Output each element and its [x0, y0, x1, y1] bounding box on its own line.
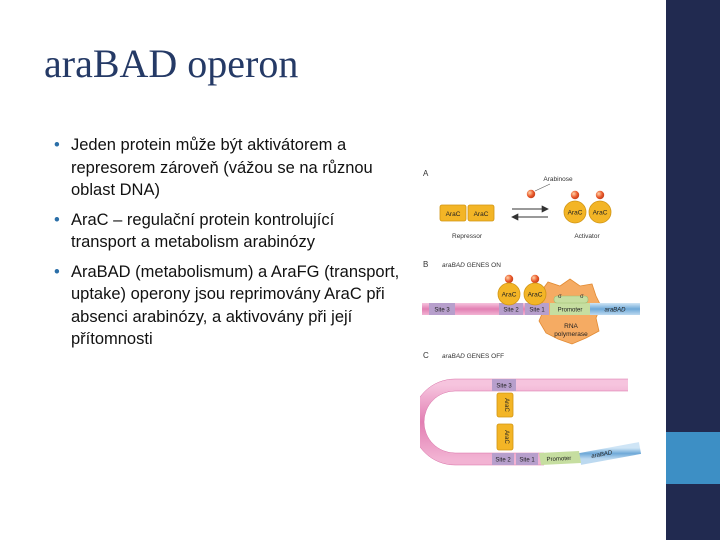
slide-title: araBAD operon [44, 41, 299, 86]
dna-strand-blue [578, 442, 642, 465]
dna-loop-edge [420, 378, 628, 466]
panel-a: A AraC AraC Repressor Arabinose AraC Ara… [423, 169, 612, 240]
arac-label: AraC [528, 292, 543, 299]
promoter-label: Promoter [546, 456, 571, 463]
sigma-factor [553, 295, 589, 304]
arabinose-molecule [530, 274, 540, 284]
arac-repressor-subunit [439, 204, 467, 222]
arabinose-pointer [534, 183, 551, 192]
dna-loop [420, 379, 628, 465]
arabinose-molecule [570, 190, 580, 200]
arac-label: AraC [474, 211, 489, 218]
panel-c-letter: C [423, 351, 429, 360]
arabinose-label: Arabinose [543, 176, 573, 183]
arabinose-molecule [504, 274, 514, 284]
panel-b: B araBAD GENES ON Site 3 Site 2 Site 1 P… [422, 260, 640, 345]
site-2-box [499, 303, 523, 315]
site-3-label: Site 3 [496, 384, 512, 390]
site-2-box [492, 453, 514, 465]
site-1-box [516, 453, 538, 465]
sigma-label: σ [580, 294, 584, 300]
bullet-item: AraC – regulační protein kontrolující tr… [54, 209, 402, 254]
arac-activator-subunit [588, 200, 612, 224]
arabad-gene-label: araBAD [604, 308, 626, 314]
activator-label: Activator [574, 233, 600, 240]
panel-b-letter: B [423, 260, 428, 269]
site-1-box [525, 303, 549, 315]
panel-b-heading-gene: araBAD [442, 262, 465, 269]
site-3-label: Site 3 [434, 308, 450, 314]
arac-label: AraC [446, 211, 461, 218]
arabinose-molecule [595, 190, 605, 200]
promoter-box [539, 451, 581, 465]
arac-repressor-subunit [496, 392, 514, 418]
arac-repressor-subunit [467, 204, 495, 222]
panel-c-heading: araBAD GENES OFF [442, 353, 504, 360]
dna-strand-blue [590, 303, 640, 315]
arac-label: AraC [503, 430, 509, 444]
panel-c-heading-state: GENES OFF [467, 353, 505, 360]
panel-b-heading-state: GENES ON [467, 262, 502, 269]
arac-label: AraC [503, 398, 509, 412]
panel-c: C araBAD GENES OFF Site 3 AraC AraC Site… [420, 351, 642, 466]
arac-repressor-subunit [496, 423, 514, 451]
rna-polymerase-label: polymerase [554, 331, 588, 338]
site-2-label: Site 2 [495, 458, 511, 464]
panel-a-letter: A [423, 169, 429, 178]
panel-c-heading-gene: araBAD [442, 353, 465, 360]
sigma-label: σ [558, 294, 562, 300]
arac-label: AraC [593, 210, 608, 217]
arac-activator-subunit [523, 282, 547, 306]
arabad-operon-diagram: A AraC AraC Repressor Arabinose AraC Ara… [420, 169, 642, 466]
site-3-box [492, 379, 516, 391]
site-1-label: Site 1 [519, 458, 535, 464]
promoter-label: Promoter [558, 308, 583, 314]
arabad-gene-label: araBAD [591, 450, 613, 460]
arabinose-molecule [526, 189, 536, 199]
arac-activator-subunit [563, 200, 587, 224]
arac-label: AraC [568, 210, 583, 217]
panel-b-heading: araBAD GENES ON [442, 262, 501, 269]
repressor-label: Repressor [452, 233, 483, 240]
side-accent-block [666, 432, 720, 484]
dna-loop-edge [423, 390, 628, 454]
rna-polymerase-label: RNA [564, 323, 578, 330]
bullet-item: AraBAD (metabolismum) a AraFG (transport… [54, 261, 402, 351]
site-1-label: Site 1 [529, 308, 545, 314]
bullet-list: Jeden protein může být aktivátorem a rep… [54, 134, 402, 358]
arac-activator-subunit [497, 282, 521, 306]
arac-label: AraC [502, 292, 517, 299]
site-3-box [429, 303, 455, 315]
bullet-item: Jeden protein může být aktivátorem a rep… [54, 134, 402, 202]
site-2-label: Site 2 [503, 308, 519, 314]
promoter-box [550, 303, 590, 315]
